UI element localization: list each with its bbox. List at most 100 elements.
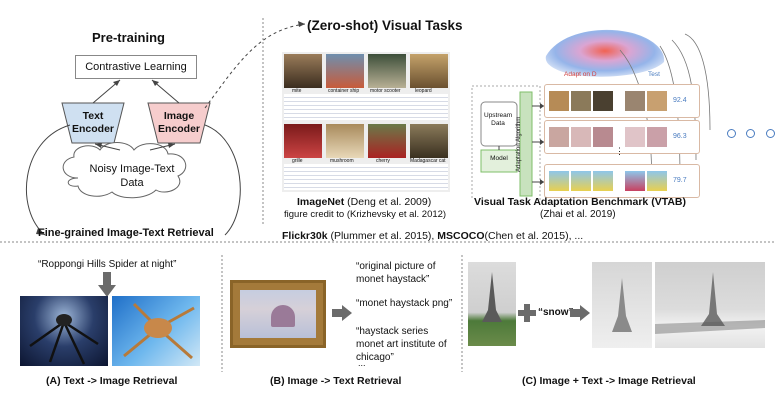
eiffel-tower-photo bbox=[468, 262, 516, 346]
noisy-data-label: Noisy Image-Text Data bbox=[72, 162, 192, 190]
spider-day-photo bbox=[112, 296, 200, 366]
image-encoder-line-2: Encoder bbox=[158, 123, 201, 135]
pretraining-title: Pre-training bbox=[92, 30, 165, 45]
right-arrow-icon bbox=[332, 305, 352, 321]
imagenet-label: cherry bbox=[376, 158, 390, 164]
vtab-thumb bbox=[625, 91, 645, 111]
flickr-cite: (Plummer et al. 2015), bbox=[327, 230, 438, 242]
zeroshot-title: (Zero-shot) Visual Tasks bbox=[307, 18, 463, 33]
vtab-thumb bbox=[593, 91, 613, 111]
image-encoder-shape bbox=[147, 102, 211, 144]
more-tasks-dots bbox=[727, 125, 775, 143]
image-encoder-line-1: Image bbox=[163, 110, 195, 122]
panel-c-label: (C) Image + Text -> Image Retrieval bbox=[522, 375, 696, 387]
contrastive-learning-box: Contrastive Learning bbox=[75, 55, 197, 79]
imagenet-caption: ImageNet (Deng et al. 2009) bbox=[297, 196, 431, 208]
vtab-score: 79.7 bbox=[673, 177, 687, 184]
vtab-thumb bbox=[549, 91, 569, 111]
plus-icon bbox=[518, 304, 536, 322]
vtab-task-row: 96.3 bbox=[544, 120, 700, 154]
monet-painting bbox=[230, 280, 326, 348]
caption-1: “original picture of monet haystack” bbox=[356, 260, 435, 286]
imagenet-label: container ship bbox=[328, 88, 360, 94]
vtab-upstream-line-2: Data bbox=[491, 120, 505, 127]
snow-query: “snow” bbox=[538, 307, 574, 318]
vtab-model-label: Model bbox=[490, 155, 508, 162]
loss-surface bbox=[545, 29, 665, 77]
flickr-name: Flickr30k bbox=[282, 230, 328, 242]
image-encoder-label: Image Encoder bbox=[158, 110, 200, 136]
vtab-task-row: 79.7 bbox=[544, 164, 700, 198]
mscoco-name: MSCOCO bbox=[437, 230, 485, 242]
captions-more: ... bbox=[358, 358, 366, 368]
right-arrow-icon bbox=[570, 305, 590, 321]
vtab-thumb bbox=[571, 171, 591, 191]
contrastive-learning-label: Contrastive Learning bbox=[85, 61, 187, 73]
spider-night-photo bbox=[20, 296, 108, 366]
imagenet-label: Madagascar cat bbox=[410, 158, 446, 164]
imagenet-score-bars bbox=[284, 164, 448, 190]
vtab-thumb bbox=[549, 171, 569, 191]
vtab-test-label: Test bbox=[648, 71, 660, 78]
imagenet-label: mite bbox=[292, 88, 302, 94]
caption-3-line-3: chicago” bbox=[356, 352, 394, 363]
vtab-thumb bbox=[647, 91, 667, 111]
vtab-task-row: 92.4 bbox=[544, 84, 700, 118]
imagenet-photo bbox=[410, 54, 448, 88]
text-encoder-label: Text Encoder bbox=[72, 110, 114, 136]
vtab-thumb bbox=[593, 171, 613, 191]
imagenet-label: grille bbox=[292, 158, 303, 164]
snowy-paris-photo bbox=[655, 262, 765, 348]
imagenet-figure: mite container ship motor scooter leopar… bbox=[282, 52, 450, 192]
imagenet-cite: (Deng et al. 2009) bbox=[344, 196, 432, 208]
vtab-adapt-label: Adapt on D bbox=[564, 71, 597, 78]
vtab-thumb bbox=[593, 127, 613, 147]
caption-2: “monet haystack png” bbox=[356, 298, 453, 309]
noisy-data-line-1: Noisy Image-Text bbox=[89, 163, 175, 175]
noisy-data-line-2: Data bbox=[120, 177, 144, 189]
imagenet-label: mushroom bbox=[330, 158, 354, 164]
caption-3-line-1: “haystack series bbox=[356, 326, 429, 337]
mscoco-cite: (Chen et al. 2015), ... bbox=[484, 230, 584, 242]
imagenet-photo bbox=[284, 54, 322, 88]
vtab-title: Visual Task Adaptation Benchmark (VTAB) bbox=[474, 196, 686, 208]
caption-3-line-2: monet art institute of bbox=[356, 339, 447, 350]
noisy-data-cloud bbox=[62, 142, 187, 199]
retrieval-datasets: Flickr30k (Plummer et al. 2015), MSCOCO(… bbox=[282, 230, 583, 242]
vtab-algo-label: Adaptation Algorithm bbox=[516, 116, 522, 172]
panel-a-label: (A) Text -> Image Retrieval bbox=[46, 375, 178, 387]
caption-1-line-2: monet haystack” bbox=[356, 274, 430, 285]
vtab-thumb bbox=[571, 91, 591, 111]
imagenet-photo bbox=[410, 124, 448, 158]
imagenet-photo bbox=[368, 54, 406, 88]
vtab-thumb bbox=[625, 127, 645, 147]
text-encoder-line-1: Text bbox=[82, 110, 104, 122]
text-encoder-line-2: Encoder bbox=[72, 123, 115, 135]
imagenet-photo bbox=[368, 124, 406, 158]
imagenet-photo bbox=[326, 124, 364, 158]
down-arrow-icon bbox=[98, 272, 116, 297]
imagenet-photo bbox=[284, 124, 322, 158]
vtab-upstream-label: Upstream Data bbox=[484, 112, 512, 128]
snowy-eiffel-photo bbox=[592, 262, 652, 348]
imagenet-photo bbox=[326, 54, 364, 88]
vtab-diagram bbox=[471, 33, 711, 200]
vtab-score: 96.3 bbox=[673, 133, 687, 140]
vtab-thumb bbox=[647, 127, 667, 147]
caption-1-line-1: “original picture of bbox=[356, 261, 436, 272]
imagenet-score-bars bbox=[284, 94, 448, 120]
vtab-cite: (Zhai et al. 2019) bbox=[540, 209, 616, 220]
caption-3: “haystack series monet art institute of … bbox=[356, 325, 447, 364]
vtab-thumb bbox=[647, 171, 667, 191]
vtab-upstream-line-1: Upstream bbox=[484, 112, 513, 119]
vtab-row-ellipsis: ⋮ bbox=[615, 146, 624, 156]
imagenet-label: leopard bbox=[415, 88, 432, 94]
imagenet-credit: figure credit to (Krizhevsky et al. 2012… bbox=[284, 209, 447, 220]
vtab-score: 92.4 bbox=[673, 97, 687, 104]
imagenet-label: motor scooter bbox=[370, 88, 401, 94]
vtab-thumb bbox=[549, 127, 569, 147]
retrieval-title: Fine-grained Image-Text Retrieval bbox=[38, 227, 214, 239]
vtab-thumb bbox=[625, 171, 645, 191]
panel-a-query: “Roppongi Hills Spider at night” bbox=[38, 259, 177, 270]
